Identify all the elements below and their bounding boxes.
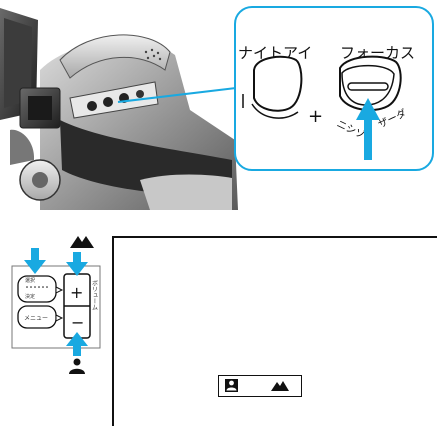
svg-text:ボリューム: ボリューム <box>91 280 98 310</box>
mountain-icon <box>70 236 94 248</box>
button-callout: ナイトアイ フォーカス + ニシゾ ザーダ <box>234 6 434 171</box>
manual-focus-indicator <box>218 375 302 397</box>
svg-text:メニュー: メニュー <box>24 315 48 322</box>
svg-text:ニシゾ: ニシゾ <box>335 118 367 142</box>
button-panel: 選択 決定 メニュー + − ボリューム <box>0 218 112 426</box>
plus-key: + <box>70 283 83 302</box>
night-eye-button <box>254 57 301 111</box>
focus-far-mountain-icon <box>271 381 289 391</box>
button-panel-drawing: 選択 決定 メニュー + − ボリューム <box>0 218 112 426</box>
svg-text:決定: 決定 <box>25 293 35 300</box>
plus-mark: + <box>308 106 323 127</box>
svg-text:選択: 選択 <box>25 277 35 284</box>
callout-buttons-drawing: + ニシゾ ザーダ <box>236 8 432 169</box>
person-icon <box>69 359 85 375</box>
minus-key: − <box>71 313 84 332</box>
viewfinder-screen <box>112 236 437 426</box>
focus-near-person-icon <box>225 379 238 392</box>
set-key <box>18 276 56 302</box>
